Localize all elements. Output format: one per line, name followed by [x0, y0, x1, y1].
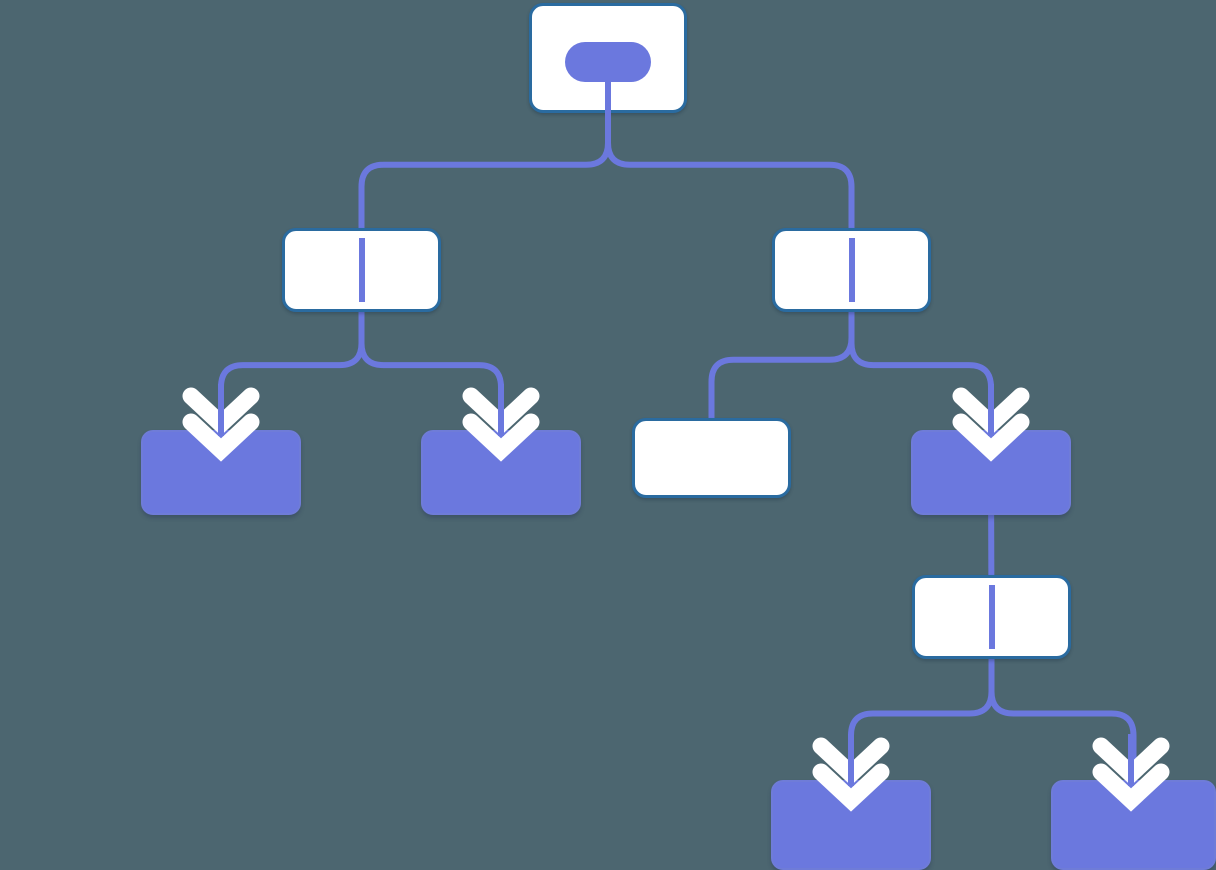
through-line-branch-node-right [848, 238, 855, 302]
leaf-node-2[interactable] [421, 430, 581, 515]
through-line-branch-node-lower [988, 585, 995, 649]
through-line-branch-node-left [358, 238, 365, 302]
through-line-leaf-node-3 [988, 440, 994, 505]
leaf-node-5[interactable] [1051, 780, 1216, 870]
empty-node[interactable] [632, 418, 791, 498]
leaf-node-1[interactable] [141, 430, 301, 515]
root-node[interactable] [529, 3, 687, 113]
leaf-node-4[interactable] [771, 780, 931, 870]
